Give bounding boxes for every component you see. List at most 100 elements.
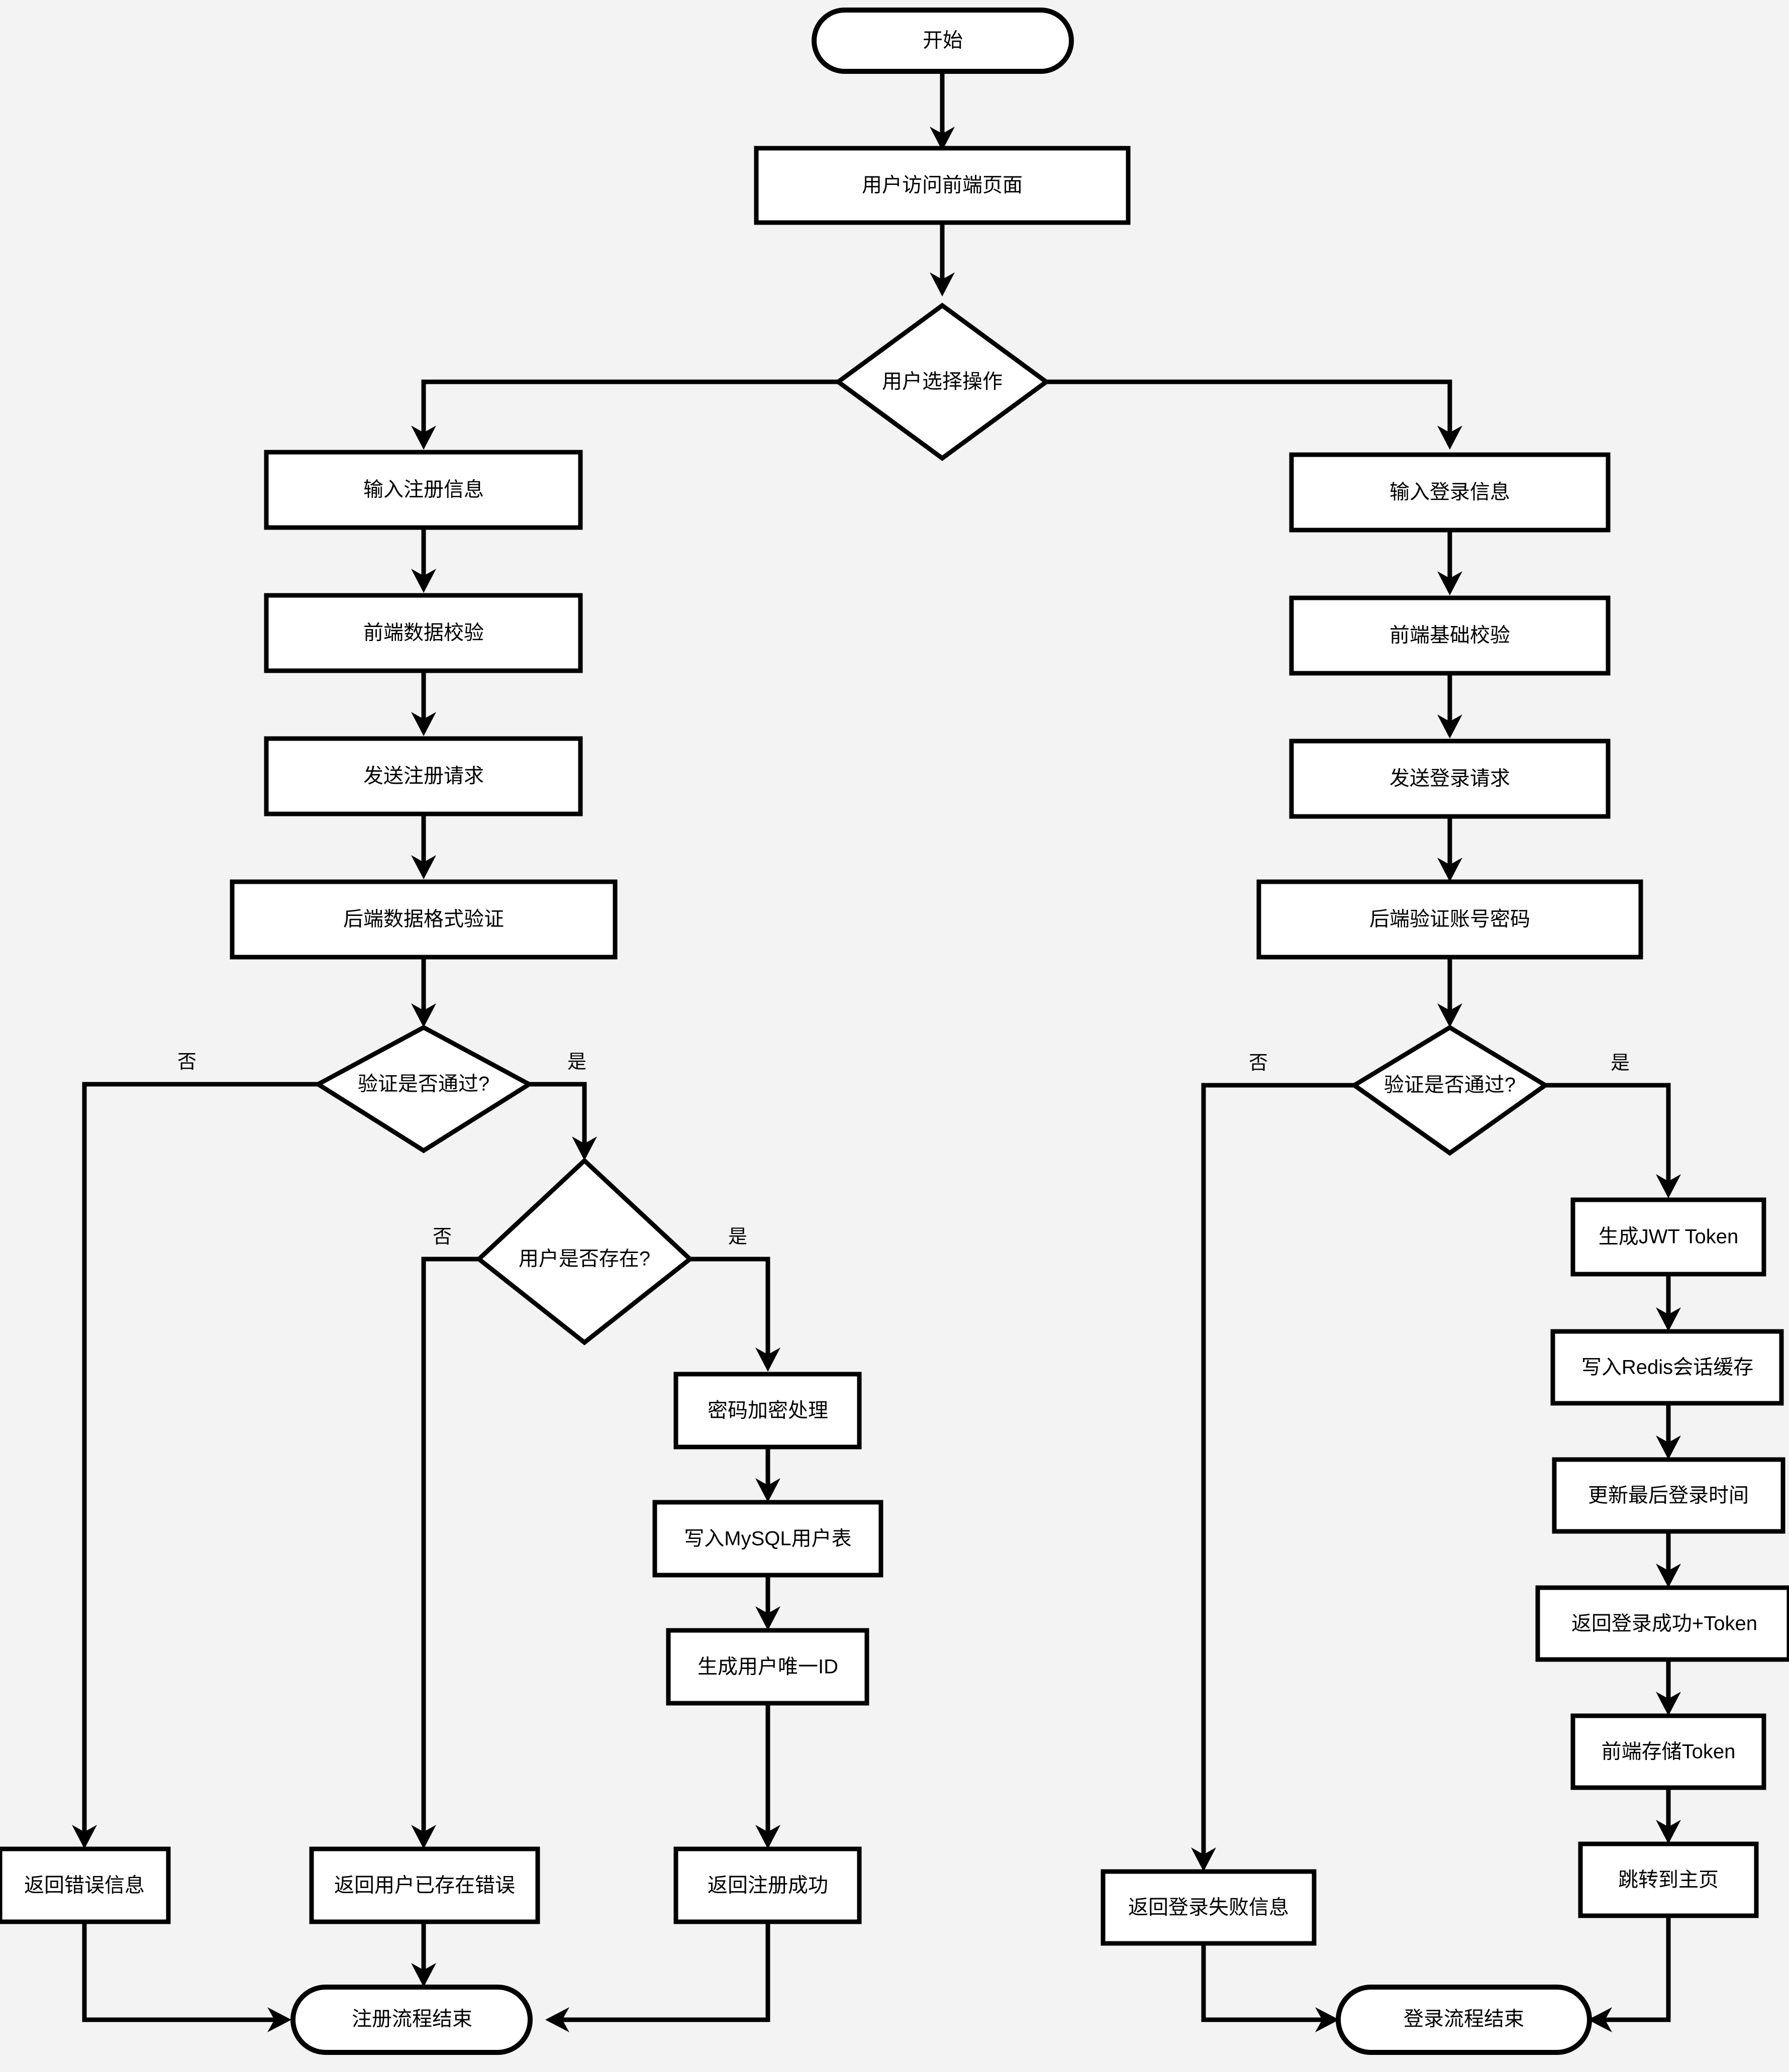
node-login-goto-home-label: 跳转到主页 [1618, 1869, 1719, 1891]
node-reg-return-exists[interactable]: 返回用户已存在错误 [309, 1846, 540, 1924]
node-reg-write-mysql[interactable]: 写入MySQL用户表 [652, 1500, 883, 1578]
arrowhead-login-jwt-to-redis [1656, 1307, 1681, 1331]
node-reg-return-success-label: 返回注册成功 [708, 1875, 828, 1897]
node-login-gen-jwt[interactable]: 生成JWT Token [1570, 1197, 1766, 1277]
node-start[interactable]: 开始 [812, 8, 1074, 74]
node-visit-page-label: 用户访问前端页面 [862, 174, 1023, 196]
node-login-end-label: 登录流程结束 [1404, 2008, 1524, 2030]
node-reg-end[interactable]: 注册流程结束 [290, 1985, 533, 2055]
node-reg-return-error[interactable]: 返回错误信息 [0, 1846, 171, 1924]
edge-reg-validate-yes [529, 1082, 587, 1148]
edge-reg-exists-no [421, 1257, 479, 1836]
edge-label-reg-validate-yes-text: 是 [567, 1052, 586, 1073]
edge-label-reg-exists-no-text: 否 [433, 1226, 452, 1248]
arrowhead-reg-send-to-back-validate [411, 855, 436, 879]
node-reg-encrypt[interactable]: 密码加密处理 [673, 1372, 862, 1449]
edge-label-login-validate-no: 否 [1246, 1051, 1270, 1077]
edge-label-reg-validate-no: 否 [175, 1050, 199, 1076]
node-reg-back-validate-label: 后端数据格式验证 [343, 908, 504, 930]
node-login-back-validate-label: 后端验证账号密码 [1369, 908, 1530, 930]
node-login-send[interactable]: 发送登录请求 [1289, 739, 1611, 819]
arrowhead-login-validate-no [1191, 1847, 1216, 1872]
edge-label-reg-exists-no: 否 [430, 1225, 454, 1251]
node-login-gen-jwt-label: 生成JWT Token [1599, 1226, 1739, 1248]
node-login-input[interactable]: 输入登录信息 [1289, 452, 1611, 533]
node-login-front-validate[interactable]: 前端基础校验 [1289, 595, 1611, 676]
node-login-update-time-label: 更新最后登录时间 [1588, 1485, 1749, 1507]
edge-label-reg-validate-no-text: 否 [177, 1052, 196, 1073]
arrowhead-login-fail-to-end [1315, 2007, 1339, 2032]
arrowhead-reg-success-to-end [545, 2007, 569, 2032]
node-choose-action[interactable]: 用户选择操作 [834, 302, 1050, 461]
edge-login-validate-no [1201, 1083, 1354, 1859]
node-visit-page[interactable]: 用户访问前端页面 [754, 146, 1131, 225]
node-login-send-label: 发送登录请求 [1389, 768, 1510, 790]
node-reg-input-label: 输入注册信息 [363, 479, 484, 501]
arrowhead-reg-exists-yes [755, 1348, 780, 1372]
arrowhead-reg-uid-to-success [755, 1825, 780, 1849]
node-login-goto-home[interactable]: 跳转到主页 [1578, 1841, 1759, 1918]
arrowhead-reg-mysql-to-uid [755, 1606, 780, 1630]
edge-choose-to-login-input [1046, 379, 1452, 437]
node-login-end[interactable]: 登录流程结束 [1336, 1985, 1592, 2055]
edge-label-login-validate-no-text: 否 [1249, 1053, 1268, 1074]
node-reg-front-validate[interactable]: 前端数据校验 [264, 593, 583, 673]
arrowhead-reg-validate-no [72, 1825, 97, 1849]
arrowhead-reg-encrypt-to-mysql [755, 1478, 780, 1502]
node-login-return-fail[interactable]: 返回登录失败信息 [1101, 1869, 1317, 1946]
arrowhead-reg-front-validate-to-send [411, 712, 436, 736]
arrowhead-reg-validate-yes [572, 1136, 597, 1161]
arrowhead-visit-page-to-choose [930, 272, 955, 296]
node-reg-gen-uid-label: 生成用户唯一ID [698, 1656, 838, 1678]
arrowhead-start-to-visit-page [930, 127, 955, 151]
arrowhead-login-store-token-to-goto-home [1656, 1820, 1681, 1844]
edge-label-login-validate-yes: 是 [1608, 1051, 1632, 1077]
arrowhead-login-return-success-to-store-token [1656, 1692, 1681, 1716]
arrowhead-login-validate-yes [1656, 1174, 1681, 1198]
node-start-label: 开始 [923, 30, 963, 52]
arrowhead-login-send-to-back-validate [1437, 858, 1462, 882]
arrowhead-login-back-validate-to-validate-q [1437, 1003, 1462, 1027]
edge-reg-validate-no [82, 1082, 318, 1836]
arrowhead-reg-back-validate-to-validate-q [411, 1003, 436, 1027]
node-login-store-token-label: 前端存储Token [1602, 1741, 1736, 1763]
edge-label-reg-exists-yes-text: 是 [728, 1226, 747, 1248]
node-reg-validate-question[interactable]: 验证是否通过? [314, 1024, 534, 1154]
node-reg-gen-uid[interactable]: 生成用户唯一ID [666, 1628, 869, 1706]
node-reg-write-mysql-label: 写入MySQL用户表 [684, 1528, 851, 1550]
edge-reg-error-to-end [82, 1907, 279, 2022]
edge-labels-layer: 否 是 否 是 否 是 [175, 1050, 1632, 1251]
node-reg-validate-question-label: 验证是否通过? [358, 1073, 489, 1095]
node-login-back-validate[interactable]: 后端验证账号密码 [1256, 879, 1643, 960]
node-choose-action-label: 用户选择操作 [882, 371, 1003, 393]
node-login-return-success[interactable]: 返回登录成功+Token [1535, 1585, 1789, 1662]
edge-login-fail-to-end [1201, 1924, 1327, 2022]
arrowhead-login-input-to-front-validate [1437, 571, 1462, 595]
node-reg-user-exists-question-label: 用户是否存在? [519, 1248, 650, 1270]
node-reg-input[interactable]: 输入注册信息 [264, 450, 583, 530]
edge-choose-to-reg-input [421, 379, 838, 437]
node-reg-end-label: 注册流程结束 [352, 2008, 472, 2030]
arrowhead-login-front-validate-to-send [1437, 714, 1462, 739]
node-reg-send[interactable]: 发送注册请求 [264, 736, 583, 816]
node-login-input-label: 输入登录信息 [1389, 481, 1510, 503]
node-reg-return-success[interactable]: 返回注册成功 [673, 1846, 862, 1924]
node-login-validate-question-label: 验证是否通过? [1384, 1074, 1516, 1096]
edge-label-reg-exists-yes: 是 [726, 1225, 750, 1251]
node-login-validate-question[interactable]: 验证是否通过? [1350, 1024, 1550, 1156]
arrowhead-reg-exists-no [411, 1825, 436, 1849]
edge-login-goto-home-to-end [1601, 1914, 1671, 2022]
node-reg-user-exists-question[interactable]: 用户是否存在? [475, 1157, 693, 1345]
edge-login-validate-yes [1545, 1083, 1671, 1186]
node-login-write-redis[interactable]: 写入Redis会话缓存 [1550, 1329, 1784, 1406]
edge-reg-exists-yes [690, 1257, 770, 1359]
node-login-update-time[interactable]: 更新最后登录时间 [1552, 1457, 1785, 1534]
arrowhead-reg-exists-to-end [411, 1963, 436, 1987]
node-login-front-validate-label: 前端基础校验 [1389, 625, 1510, 647]
node-login-store-token[interactable]: 前端存储Token [1570, 1713, 1766, 1790]
edge-reg-success-to-end [558, 1907, 770, 2022]
node-reg-back-validate[interactable]: 后端数据格式验证 [230, 879, 618, 960]
node-reg-send-label: 发送注册请求 [363, 765, 484, 787]
